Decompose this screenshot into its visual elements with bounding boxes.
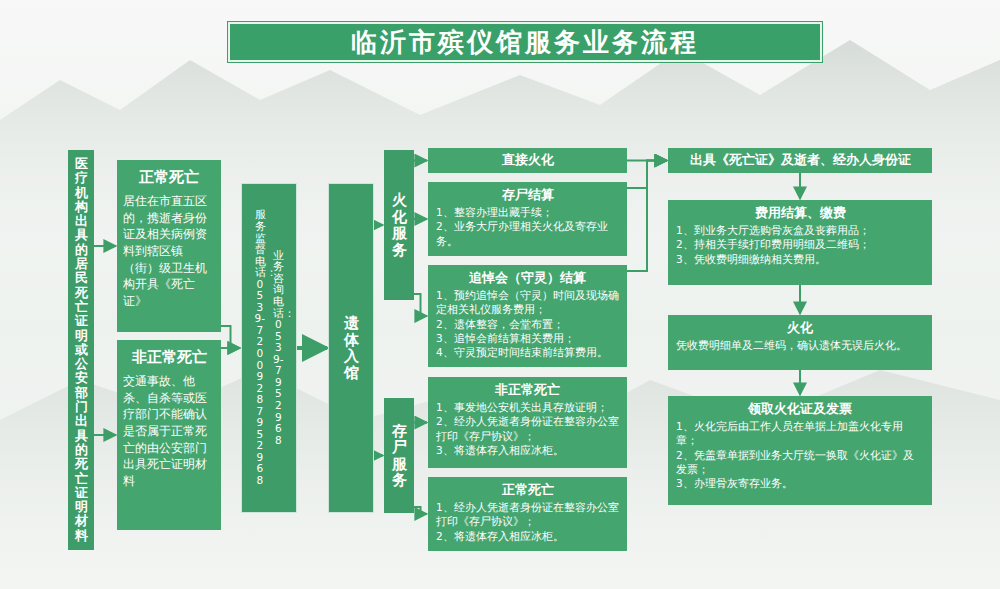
flow-arrow — [414, 422, 427, 424]
box-heading: 非正常死亡 — [123, 348, 215, 367]
vertical-label: 遗体入馆 — [344, 315, 359, 381]
title-banner: 临沂市殡仪馆服务业务流程 — [228, 22, 822, 62]
flow-arrow — [799, 173, 801, 199]
vertical-label: 火化服务 — [392, 192, 407, 258]
box-text: 2、业务大厅办理相关火化及寄存业务。 — [436, 219, 619, 247]
box-text: 2、凭盖章单据到业务大厅统一换取《火化证》及发票； — [676, 448, 924, 476]
flow-arrow — [414, 294, 427, 316]
box-text: 1、到业务大厅选购骨灰盒及丧葬用品； — [676, 223, 924, 237]
flow-arrow — [221, 326, 240, 348]
box-heading: 正常死亡 — [436, 482, 619, 498]
stage-box: 遗体入馆 — [328, 183, 374, 513]
process-box: 非正常死亡 1、事发地公安机关出具存放证明；2、经办人凭逝者身份证在整容办公室打印… — [428, 377, 627, 468]
box-text: 凭收费明细单及二维码，确认遗体无误后火化。 — [676, 338, 924, 352]
box-text: 3、将遗体存入相应冰柜。 — [436, 443, 619, 457]
box-heading: 正常死亡 — [123, 168, 215, 187]
box-text: 2、经办人凭逝者身份证在整容办公室打印《存尸协议》； — [436, 414, 619, 442]
process-box: 追悼会（守灵）结算 1、预约追悼会（守灵）时间及现场确定相关礼仪服务费用；2、遗体… — [428, 265, 627, 367]
box-text: 2、将遗体存入相应冰柜。 — [436, 529, 619, 543]
box-text: 交通事故、他杀、自杀等或医疗部门不能确认是否属于正常死亡的由公安部门出具死亡证明… — [123, 373, 215, 490]
box-heading: 非正常死亡 — [436, 382, 619, 398]
box-heading: 追悼会（守灵）结算 — [436, 270, 619, 286]
box-text: 3、凭收费明细缴纳相关费用。 — [676, 252, 924, 266]
vertical-label: 业务咨询电话：0539-7952968 — [273, 250, 284, 446]
flow-arrow — [94, 245, 116, 247]
box-text: 4、守灵预定时间结束前结算费用。 — [436, 345, 619, 359]
flow-arrow — [414, 507, 427, 514]
flow-arrow — [297, 346, 327, 350]
process-box: 火化凭收费明细单及二维码，确认遗体无误后火化。 — [668, 315, 932, 370]
flow-arrow — [94, 434, 116, 436]
process-box: 费用结算、缴费 1、到业务大厅选购骨灰盒及丧葬用品；2、持相关手续打印费用明细及二… — [668, 200, 932, 285]
source-column: 医疗机构出具的居民死亡证明或公安部门出具的死亡证明材料 — [68, 150, 94, 550]
category-box: 非正常死亡交通事故、他杀、自杀等或医疗部门不能确认是否属于正常死亡的由公安部门出… — [117, 340, 221, 530]
phone-box: 业务咨询电话：0539-7952968 服务监督电话：0539-7200928 7… — [241, 183, 297, 513]
box-text: 3、办理骨灰寄存业务。 — [676, 476, 924, 490]
flow-arrow — [221, 347, 240, 349]
flow-arrow — [627, 161, 667, 272]
box-heading: 领取火化证及发票 — [676, 401, 924, 417]
box-heading: 存尸结算 — [436, 187, 619, 203]
process-box: 出具《死亡证》及逝者、经办人身份证 — [668, 148, 932, 173]
vertical-label: 存尸服务 — [392, 423, 407, 489]
box-text: 居住在市直五区的，携逝者身份证及相关病例资料到辖区镇（街）级卫生机构开具《死亡证… — [123, 193, 215, 310]
flow-arrow — [374, 455, 383, 457]
category-box: 正常死亡居住在市直五区的，携逝者身份证及相关病例资料到辖区镇（街）级卫生机构开具… — [117, 160, 221, 332]
process-box: 直接火化 — [428, 148, 627, 173]
vertical-label: 服务监督电话：0539-7200928 7952968 — [255, 209, 266, 486]
process-box: 正常死亡 1、经办人凭逝者身份证在整容办公室打印《存尸协议》；2、将遗体存入相应冰… — [428, 477, 627, 551]
flow-arrow — [799, 370, 801, 395]
box-heading: 直接火化 — [502, 152, 554, 169]
box-heading: 出具《死亡证》及逝者、经办人身份证 — [690, 152, 911, 169]
box-heading: 费用结算、缴费 — [676, 205, 924, 221]
service-box: 存尸服务 — [384, 398, 414, 513]
flow-arrow — [799, 285, 801, 314]
box-text: 2、遗体整容，会堂布置； — [436, 317, 619, 331]
process-box: 存尸结算 1、整容办理出藏手续；2、业务大厅办理相关火化及寄存业务。 — [428, 182, 627, 256]
box-heading: 火化 — [676, 320, 924, 336]
service-box: 火化服务 — [384, 150, 414, 300]
flow-arrow — [414, 160, 427, 162]
vertical-label: 医疗机构出具的居民死亡证明或公安部门出具的死亡证明材料 — [75, 157, 88, 543]
box-text: 1、预约追悼会（守灵）时间及现场确定相关礼仪服务费用； — [436, 288, 619, 316]
box-text: 1、整容办理出藏手续； — [436, 205, 619, 219]
flow-arrow — [414, 218, 427, 220]
process-box: 领取火化证及发票 1、火化完后由工作人员在单据上加盖火化专用章；2、凭盖章单据到业… — [668, 396, 932, 505]
box-text: 1、火化完后由工作人员在单据上加盖火化专用章； — [676, 419, 924, 447]
box-text: 3、追悼会前结算相关费用； — [436, 331, 619, 345]
box-text: 1、经办人凭逝者身份证在整容办公室打印《存尸协议》； — [436, 500, 619, 528]
box-text: 2、持相关手续打印费用明细及二维码； — [676, 237, 924, 251]
flow-arrow — [374, 224, 383, 226]
box-text: 1、事发地公安机关出具存放证明； — [436, 400, 619, 414]
